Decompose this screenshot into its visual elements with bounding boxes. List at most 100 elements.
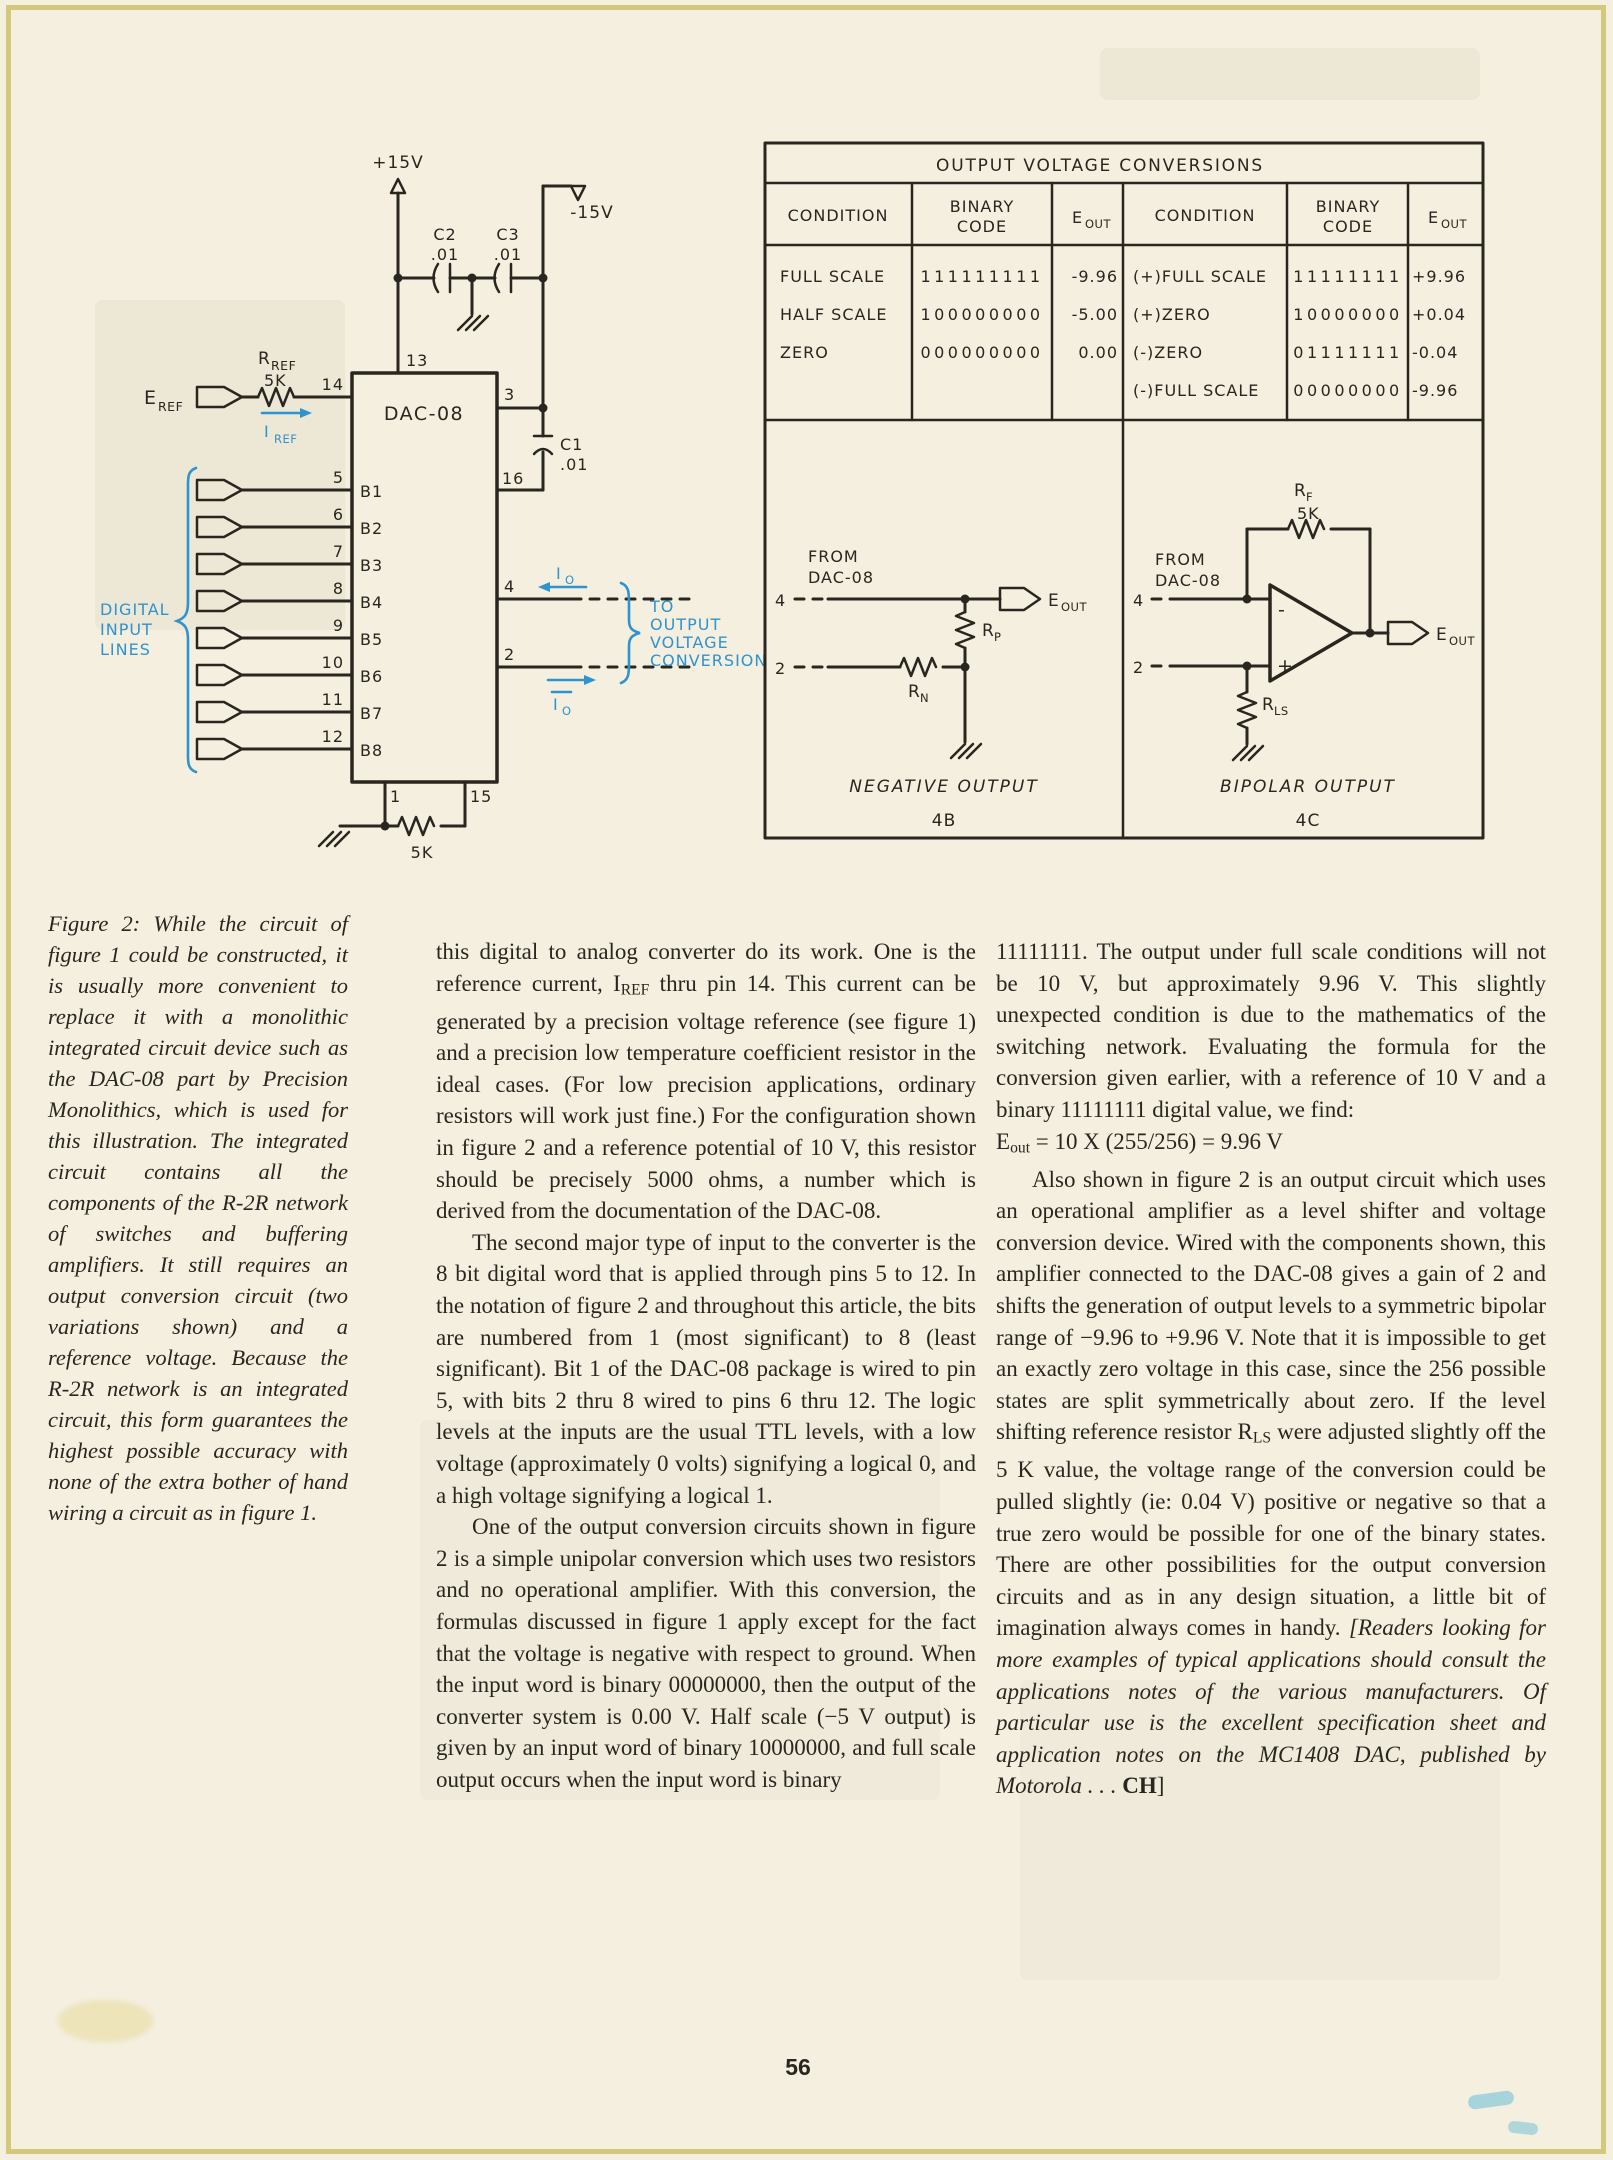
io-subscript: O <box>565 573 575 587</box>
figure-caption: Figure 2: While the circuit of figure 1 … <box>48 908 348 1528</box>
svg-text:(+)ZERO: (+)ZERO <box>1133 305 1211 324</box>
pin-label: 2 <box>504 645 515 664</box>
pin-label: 11 <box>322 690 344 709</box>
from-label: FROM <box>1155 550 1206 569</box>
eout-subscript: OUT <box>1449 634 1475 648</box>
resistor-icon <box>898 656 938 678</box>
pin-label: 4 <box>504 577 515 596</box>
figure-caption-text: Figure 2: While the circuit of figure 1 … <box>48 911 348 1525</box>
iref-subscript: REF <box>274 432 297 446</box>
rref-subscript: REF <box>271 358 296 373</box>
resistor-icon <box>396 815 436 837</box>
table-row: (-)ZERO 01111111 -0.04 <box>1133 343 1457 362</box>
body-paragraph: this digital to analog converter do its … <box>436 939 976 1224</box>
conversion-table: OUTPUT VOLTAGE CONVERSIONS CONDITION BIN… <box>763 141 1485 840</box>
opamp-minus-input: - <box>1278 599 1286 621</box>
digital-input-label: LINES <box>100 640 151 659</box>
pin-label: 14 <box>322 375 344 394</box>
bit-label: B8 <box>360 741 383 760</box>
pin-label: 5 <box>333 468 344 487</box>
column-header-subscript: OUT <box>1085 217 1111 231</box>
dac08-schematic: +15V 13 C2 .01 C3 .01 -15V E REF R RE <box>100 153 767 862</box>
rf-subscript: F <box>1306 490 1313 504</box>
pin-label: 15 <box>470 787 492 806</box>
pin-label: 6 <box>333 505 344 524</box>
svg-text:+9.96: +9.96 <box>1412 267 1466 286</box>
bit-label: B3 <box>360 556 383 575</box>
svg-text:-5.00: -5.00 <box>1072 305 1118 324</box>
svg-text:HALF SCALE: HALF SCALE <box>780 305 887 324</box>
pin-label: 3 <box>504 385 515 404</box>
arrow-down-icon <box>569 184 587 202</box>
digital-input-lines: 5 6 7 8 9 10 11 12 B1 B2 B3 B4 B5 B6 B7 … <box>195 468 383 761</box>
dac08-label: DAC-08 <box>384 403 464 425</box>
to-conversion-label: CONVERSION <box>650 651 767 670</box>
bit-label: B2 <box>360 519 383 538</box>
bit-label: B7 <box>360 704 383 723</box>
rn-label: R <box>908 682 921 702</box>
eref-subscript: REF <box>158 399 183 414</box>
bit-label: B6 <box>360 667 383 686</box>
bit-label: B1 <box>360 482 383 501</box>
pin-label: 1 <box>390 787 401 806</box>
column-header: E <box>1072 208 1083 227</box>
io-bar-label: I <box>553 695 559 714</box>
capacitor-value: .01 <box>560 455 588 474</box>
svg-text:(-)ZERO: (-)ZERO <box>1133 343 1203 362</box>
pin-label: 16 <box>502 469 524 488</box>
digital-input-label: DIGITAL <box>100 600 170 619</box>
pin-label: 2 <box>775 659 786 678</box>
capacitor-label: C2 <box>433 225 456 244</box>
column-header: CONDITION <box>788 206 889 225</box>
svg-text:(-)FULL SCALE: (-)FULL SCALE <box>1133 381 1259 400</box>
pin-label: 12 <box>322 727 344 746</box>
resistor-value: 5K <box>411 843 434 862</box>
ink-mark <box>1467 2089 1515 2111</box>
figure-2-illustration: +15V 13 C2 .01 C3 .01 -15V E REF R RE <box>100 141 1485 862</box>
column-header-subscript: OUT <box>1441 217 1467 231</box>
signal-output-icon <box>1386 620 1430 646</box>
page-number: 56 <box>785 2054 811 2080</box>
io-bar-subscript: O <box>562 704 572 718</box>
body-paragraph: 11111111. The output under full scale co… <box>996 939 1546 1122</box>
svg-text:10000000: 10000000 <box>1293 305 1402 324</box>
capacitor-value: .01 <box>431 245 459 264</box>
signal-input-icon <box>195 385 244 409</box>
from-label: DAC-08 <box>1155 571 1221 590</box>
svg-text:0.00: 0.00 <box>1078 343 1118 362</box>
rp-subscript: P <box>994 630 1001 644</box>
circuit-caption: NEGATIVE OUTPUT <box>849 777 1038 797</box>
opamp-icon <box>1268 583 1354 683</box>
to-conversion-label: TO <box>649 597 674 616</box>
brace-icon <box>619 581 641 685</box>
bit-label: B4 <box>360 593 383 612</box>
from-label: FROM <box>808 547 859 566</box>
eout-subscript: OUT <box>1061 600 1087 614</box>
bleedthrough-ghost <box>1100 48 1480 100</box>
pin-label: 9 <box>333 616 344 635</box>
eref-label: E <box>144 387 158 409</box>
svg-text:000000000: 000000000 <box>920 343 1043 362</box>
rp-label: R <box>982 621 995 641</box>
column-header: BINARY <box>1316 197 1380 216</box>
bit-label: B5 <box>360 630 383 649</box>
eout-label: E <box>1436 625 1448 645</box>
column-header: CODE <box>957 217 1007 236</box>
resistor-icon <box>256 386 296 408</box>
capacitor-label: C1 <box>560 435 583 454</box>
svg-text:ZERO: ZERO <box>780 343 829 362</box>
pin-label: 2 <box>1133 658 1144 677</box>
rls-subscript: LS <box>1274 704 1289 718</box>
capacitor-label: C3 <box>496 225 519 244</box>
rref-label: R <box>258 349 271 369</box>
io-label: I <box>556 564 562 583</box>
circuit-caption: BIPOLAR OUTPUT <box>1220 777 1396 797</box>
table-row: (+)ZERO 10000000 +0.04 <box>1133 305 1465 324</box>
pin-label: 4 <box>775 591 786 610</box>
svg-text:(+)FULL SCALE: (+)FULL SCALE <box>1133 267 1267 286</box>
resistor-icon <box>1286 518 1326 540</box>
digital-input-label: INPUT <box>100 620 153 639</box>
svg-text:100000000: 100000000 <box>920 305 1043 324</box>
bipolar-output-circuit: FROM DAC-08 4 R F 5K - + 2 R LS E OUT <box>1133 481 1475 831</box>
